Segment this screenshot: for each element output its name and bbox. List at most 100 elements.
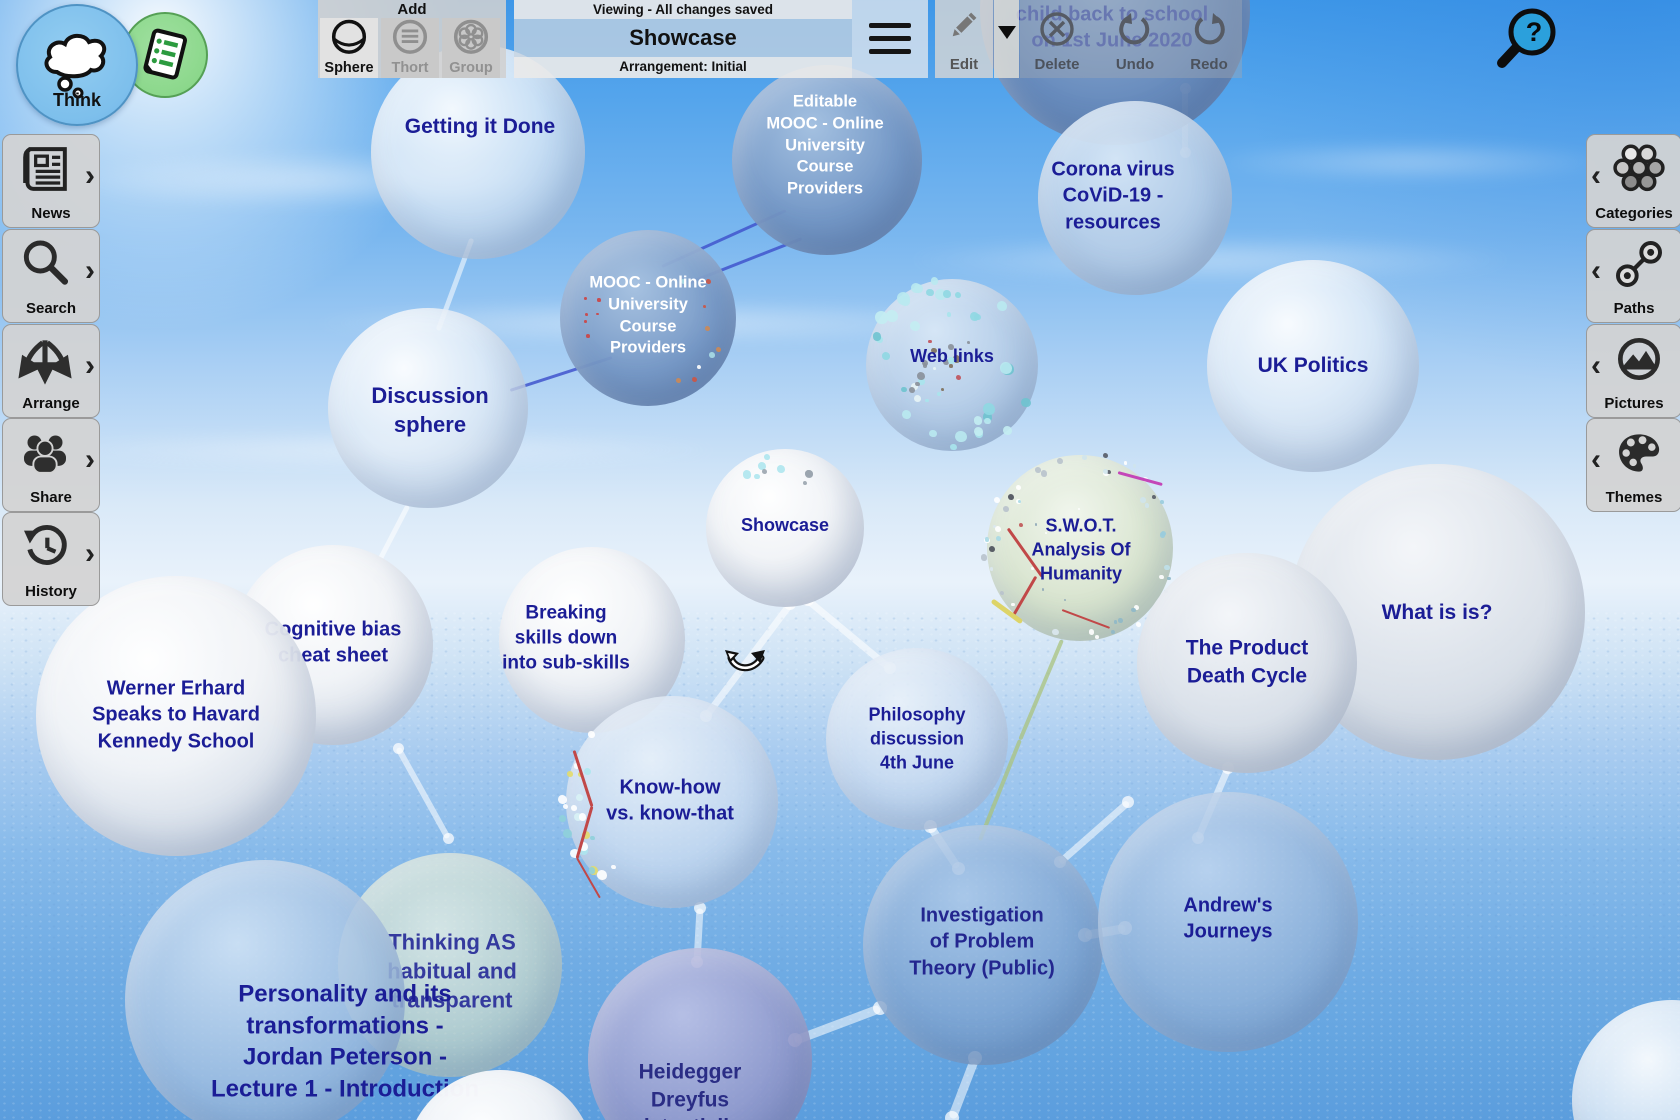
sphere-philosophy-discussion[interactable]	[826, 648, 1008, 830]
sphere-personality-transformations[interactable]	[125, 860, 405, 1120]
add-sphere-button[interactable]: Sphere	[320, 18, 378, 78]
sidebar-item-share[interactable]: › Share	[2, 418, 100, 512]
thort-dot	[570, 848, 580, 859]
thort-dot	[1159, 574, 1164, 580]
sphere-andrews-journeys[interactable]	[1098, 792, 1358, 1052]
thort-dot	[758, 462, 767, 471]
thort-dot	[936, 392, 941, 397]
sphere-label-showcase: Showcase	[740, 515, 830, 536]
thort-dot	[1095, 635, 1099, 639]
thort-dot	[900, 295, 911, 306]
thort-dot	[1167, 576, 1171, 581]
sphere-label-personality-transformations: Personality and its transformations - Jo…	[210, 980, 480, 1103]
thort-dot	[969, 311, 979, 321]
arrangement-status[interactable]: Arrangement: Initial	[514, 57, 852, 78]
thort-dot	[1114, 620, 1118, 624]
add-group-button[interactable]: Group	[442, 18, 500, 78]
sidebar-item-history[interactable]: › History	[2, 512, 100, 606]
sphere-label-andrews-journeys: Andrew's Journeys	[1183, 894, 1273, 943]
tube-joint	[442, 832, 454, 844]
delete-label: Delete	[1034, 56, 1080, 73]
thort-dot	[1041, 588, 1045, 592]
undo-button[interactable]: Undo	[1098, 0, 1172, 78]
thort-dot	[1133, 604, 1139, 610]
sphere-label-corona-virus-resources: Corona virus CoViD-19 - resources	[1051, 158, 1175, 234]
sphere-corona-virus-resources[interactable]	[1038, 101, 1232, 295]
tube-joint	[392, 742, 404, 754]
sidebar-item-pictures[interactable]: ‹ Pictures	[1586, 324, 1680, 418]
sidebar-item-label: Categories	[1595, 205, 1673, 222]
sidebar-item-paths[interactable]: ‹ Paths	[1586, 229, 1680, 323]
sphere-werner-erhard[interactable]	[36, 576, 316, 856]
thort-dot	[948, 344, 955, 350]
sidebar-item-label: Share	[30, 489, 72, 506]
sphere-label-what-is-is: What is is?	[1381, 601, 1493, 625]
sphere-investigation-problem-theory[interactable]	[863, 825, 1103, 1065]
sphere-title[interactable]: Showcase	[514, 19, 852, 57]
thort-dot	[1064, 599, 1067, 602]
thort-dot	[557, 794, 568, 804]
thort-dot	[676, 378, 682, 384]
thort-dot	[1082, 454, 1088, 461]
thort-dot	[1056, 457, 1063, 464]
thort-dot	[996, 300, 1008, 311]
sphere-discussion-sphere[interactable]	[328, 308, 528, 508]
sphere-label-product-death-cycle: The Product Death Cycle	[1185, 636, 1309, 687]
sphere-label-getting-it-done: Getting it Done	[404, 115, 556, 139]
sidebar-item-news[interactable]: › News	[2, 134, 100, 228]
connector-stem	[1018, 639, 1064, 741]
thort-dot	[955, 431, 967, 443]
thort-dot	[913, 394, 921, 403]
redo-icon	[1194, 13, 1225, 45]
sidebar-item-themes[interactable]: ‹ Themes	[1586, 418, 1680, 512]
sphere-editable-mooc[interactable]	[732, 65, 922, 255]
thort-dot	[925, 398, 929, 403]
thort-dot	[989, 545, 996, 552]
sphere-product-death-cycle[interactable]	[1137, 553, 1357, 773]
thort-dot	[1007, 493, 1014, 501]
edit-dropdown[interactable]	[994, 0, 1019, 78]
add-panel-title: Add	[397, 1, 427, 18]
thort-dot	[999, 591, 1004, 596]
sidebar-item-label: Arrange	[22, 395, 80, 412]
add-sphere-label: Sphere	[324, 60, 374, 76]
sphere-heidegger-dreyfus[interactable]	[588, 948, 812, 1120]
thort-dot	[611, 864, 616, 870]
thort-dot	[973, 427, 983, 436]
thort-dot	[1106, 469, 1112, 475]
sphere-mooc-online[interactable]	[560, 230, 736, 406]
thort-dot	[574, 813, 583, 822]
themes-palette-icon	[1619, 434, 1660, 472]
add-group-label: Group	[449, 60, 493, 76]
think-button[interactable]: Think	[16, 4, 138, 126]
sphere-uk-politics[interactable]	[1207, 260, 1419, 472]
connector-tube	[395, 746, 451, 840]
thort-dot	[885, 309, 899, 323]
redo-button[interactable]: Redo	[1172, 0, 1246, 78]
sidebar-item-categories[interactable]: ‹ Categories	[1586, 134, 1680, 228]
sphere-getting-it-done[interactable]	[371, 45, 585, 259]
sidebar-item-search[interactable]: › Search	[2, 229, 100, 323]
thort-dot	[1164, 564, 1170, 570]
sphere-edge-bottom-right[interactable]	[1572, 1000, 1680, 1120]
thort-dot	[585, 313, 589, 317]
thort-dot	[910, 382, 918, 390]
add-thort-button[interactable]: Thort	[381, 18, 439, 78]
thort-dot	[943, 290, 951, 298]
sidebar-item-label: History	[25, 583, 77, 600]
sidebar-item-arrange[interactable]: › Arrange	[2, 324, 100, 418]
status-panel: Viewing - All changes saved Showcase Arr…	[514, 0, 852, 78]
delete-button[interactable]: Delete	[1020, 0, 1094, 78]
thort-dot	[575, 793, 583, 802]
edit-panel[interactable]: Edit	[935, 0, 993, 78]
thort-dot	[566, 770, 573, 777]
thort-dot	[992, 524, 997, 528]
thort-dot	[579, 842, 589, 852]
thort-dot	[584, 297, 587, 300]
sphere-showcase[interactable]	[706, 449, 864, 607]
menu-panel[interactable]	[852, 0, 928, 78]
thort-dot	[1011, 602, 1016, 607]
thort-dot	[901, 386, 907, 393]
help-search-icon[interactable]	[1494, 3, 1558, 69]
